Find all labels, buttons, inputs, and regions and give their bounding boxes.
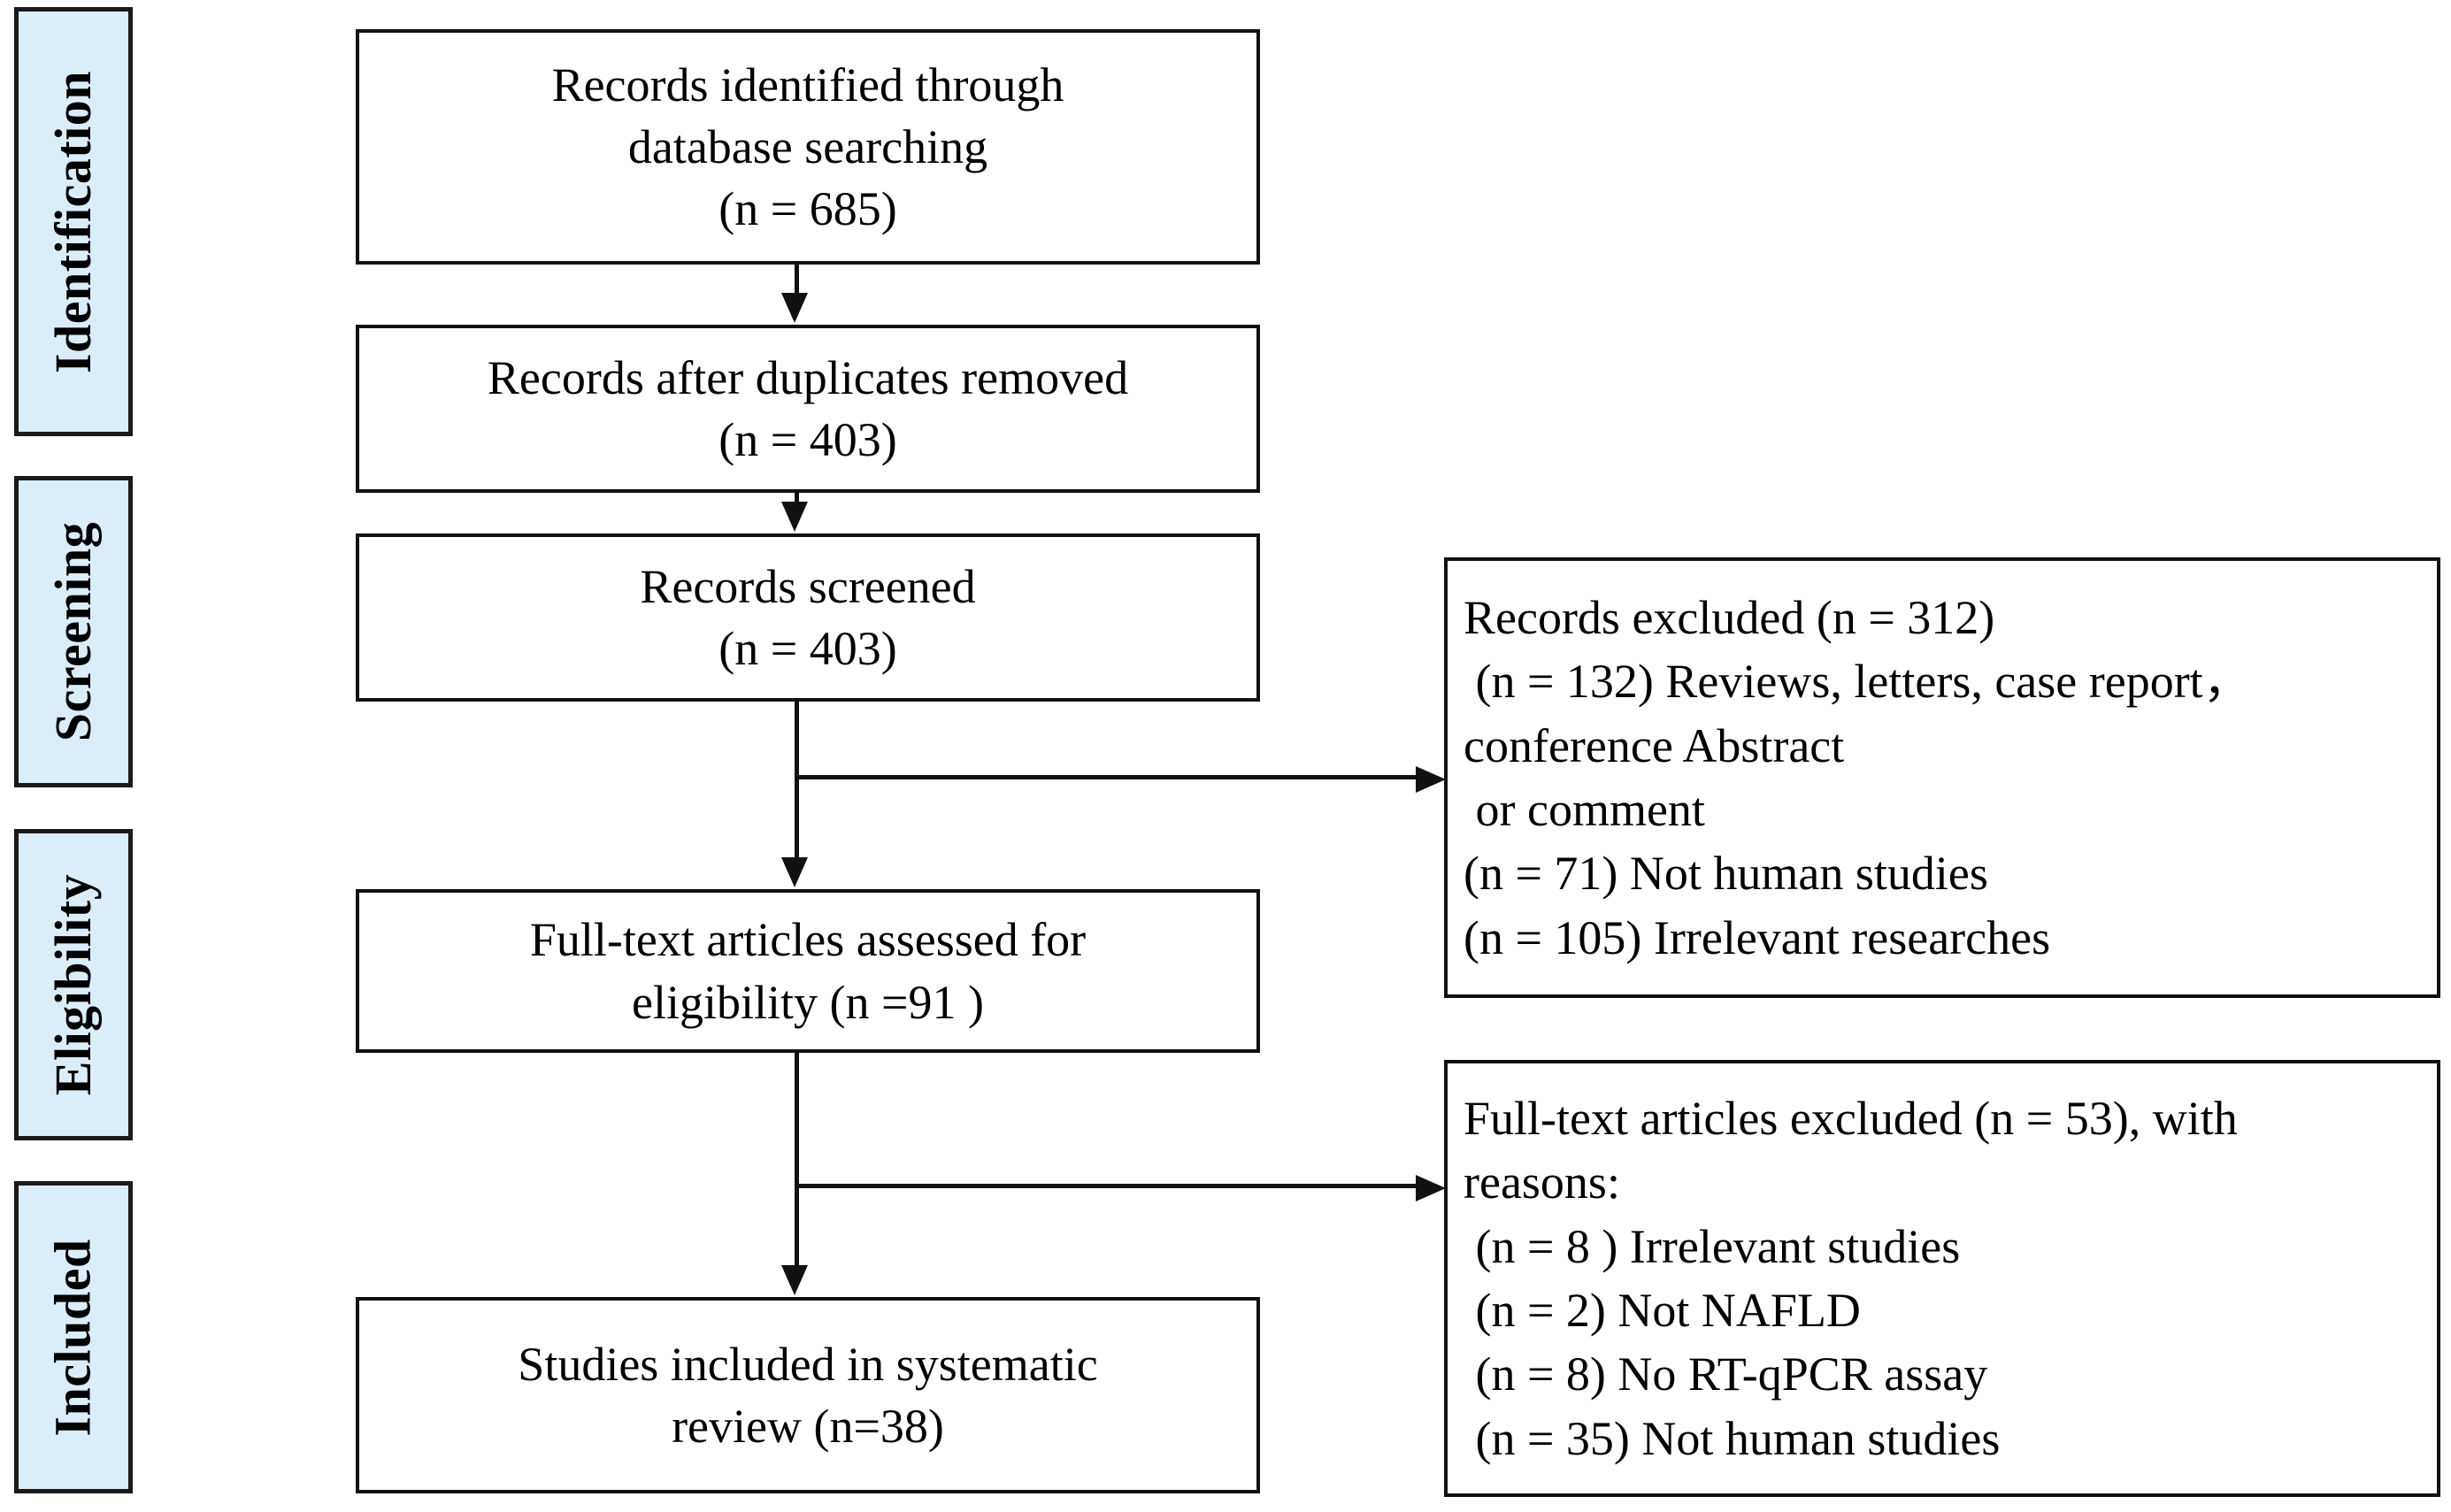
stage-label-identification: Identification	[44, 70, 102, 373]
flow-box-studies-included: Studies included in systematic review (n…	[356, 1297, 1260, 1493]
exclusion-line: (n = 8) No RT-qPCR assay	[1464, 1347, 1988, 1401]
flow-box-records-identified-text: Records identified through database sear…	[551, 58, 1064, 236]
flow-box-records-after-duplicates: Records after duplicates removed (n = 40…	[356, 325, 1260, 493]
arrowhead-identified-to-duplicates	[781, 293, 808, 323]
connector-fulltext-trunk	[795, 1053, 799, 1270]
exclusion-box-records-excluded: Records excluded (n = 312) (n = 132) Rev…	[1444, 557, 2440, 998]
stage-label-screening: Screening	[44, 521, 102, 742]
connector-screened-trunk	[795, 702, 799, 861]
exclusion-line: Records excluded (n = 312)	[1464, 590, 1995, 644]
flow-box-records-after-duplicates-text: Records after duplicates removed (n = 40…	[487, 350, 1129, 466]
flow-box-records-screened: Records screened (n = 403)	[356, 533, 1260, 702]
stage-box-screening: Screening	[14, 476, 133, 787]
flow-box-records-screened-text: Records screened (n = 403)	[640, 559, 976, 675]
connector-duplicates-to-screened	[795, 493, 799, 505]
arrowhead-screened-to-exclusion	[1416, 766, 1446, 793]
exclusion-line: (n = 132) Reviews, letters, case report，	[1464, 655, 2251, 709]
exclusion-line: conference Abstract	[1464, 718, 1845, 772]
arrowhead-fulltext-to-exclusion	[1416, 1175, 1446, 1201]
stage-box-included: Included	[14, 1181, 133, 1493]
exclusion-line: (n = 2) Not NAFLD	[1464, 1284, 1861, 1337]
exclusion-line: (n = 71) Not human studies	[1464, 847, 1988, 901]
arrowhead-duplicates-to-screened	[781, 502, 808, 532]
stage-label-eligibility: Eligibility	[44, 873, 103, 1096]
flow-box-full-text-assessed-text: Full-text articles assessed for eligibil…	[529, 913, 1087, 1029]
flow-box-studies-included-text: Studies included in systematic review (n…	[518, 1337, 1098, 1453]
exclusion-line: (n = 35) Not human studies	[1464, 1411, 2001, 1465]
stage-box-eligibility: Eligibility	[14, 829, 133, 1140]
exclusion-box-full-text-excluded: Full-text articles excluded (n = 53), wi…	[1444, 1060, 2440, 1497]
connector-fulltext-to-exclusion	[795, 1184, 1423, 1188]
exclusion-line: or comment	[1464, 783, 1705, 836]
exclusion-line: (n = 105) Irrelevant researches	[1464, 910, 2051, 964]
connector-identified-to-duplicates	[795, 265, 799, 296]
connector-screened-to-exclusion	[795, 775, 1423, 779]
exclusion-line: reasons:	[1464, 1155, 1620, 1209]
exclusion-line: Full-text articles excluded (n = 53), wi…	[1464, 1091, 2238, 1145]
arrowhead-screened-to-fulltext	[781, 857, 808, 887]
flow-box-records-identified: Records identified through database sear…	[356, 29, 1260, 265]
stage-label-included: Included	[44, 1238, 103, 1437]
stage-box-identification: Identification	[14, 7, 133, 436]
flow-box-full-text-assessed: Full-text articles assessed for eligibil…	[356, 889, 1260, 1053]
arrowhead-fulltext-to-included	[781, 1265, 808, 1295]
exclusion-line: (n = 8 ) Irrelevant studies	[1464, 1219, 1961, 1273]
